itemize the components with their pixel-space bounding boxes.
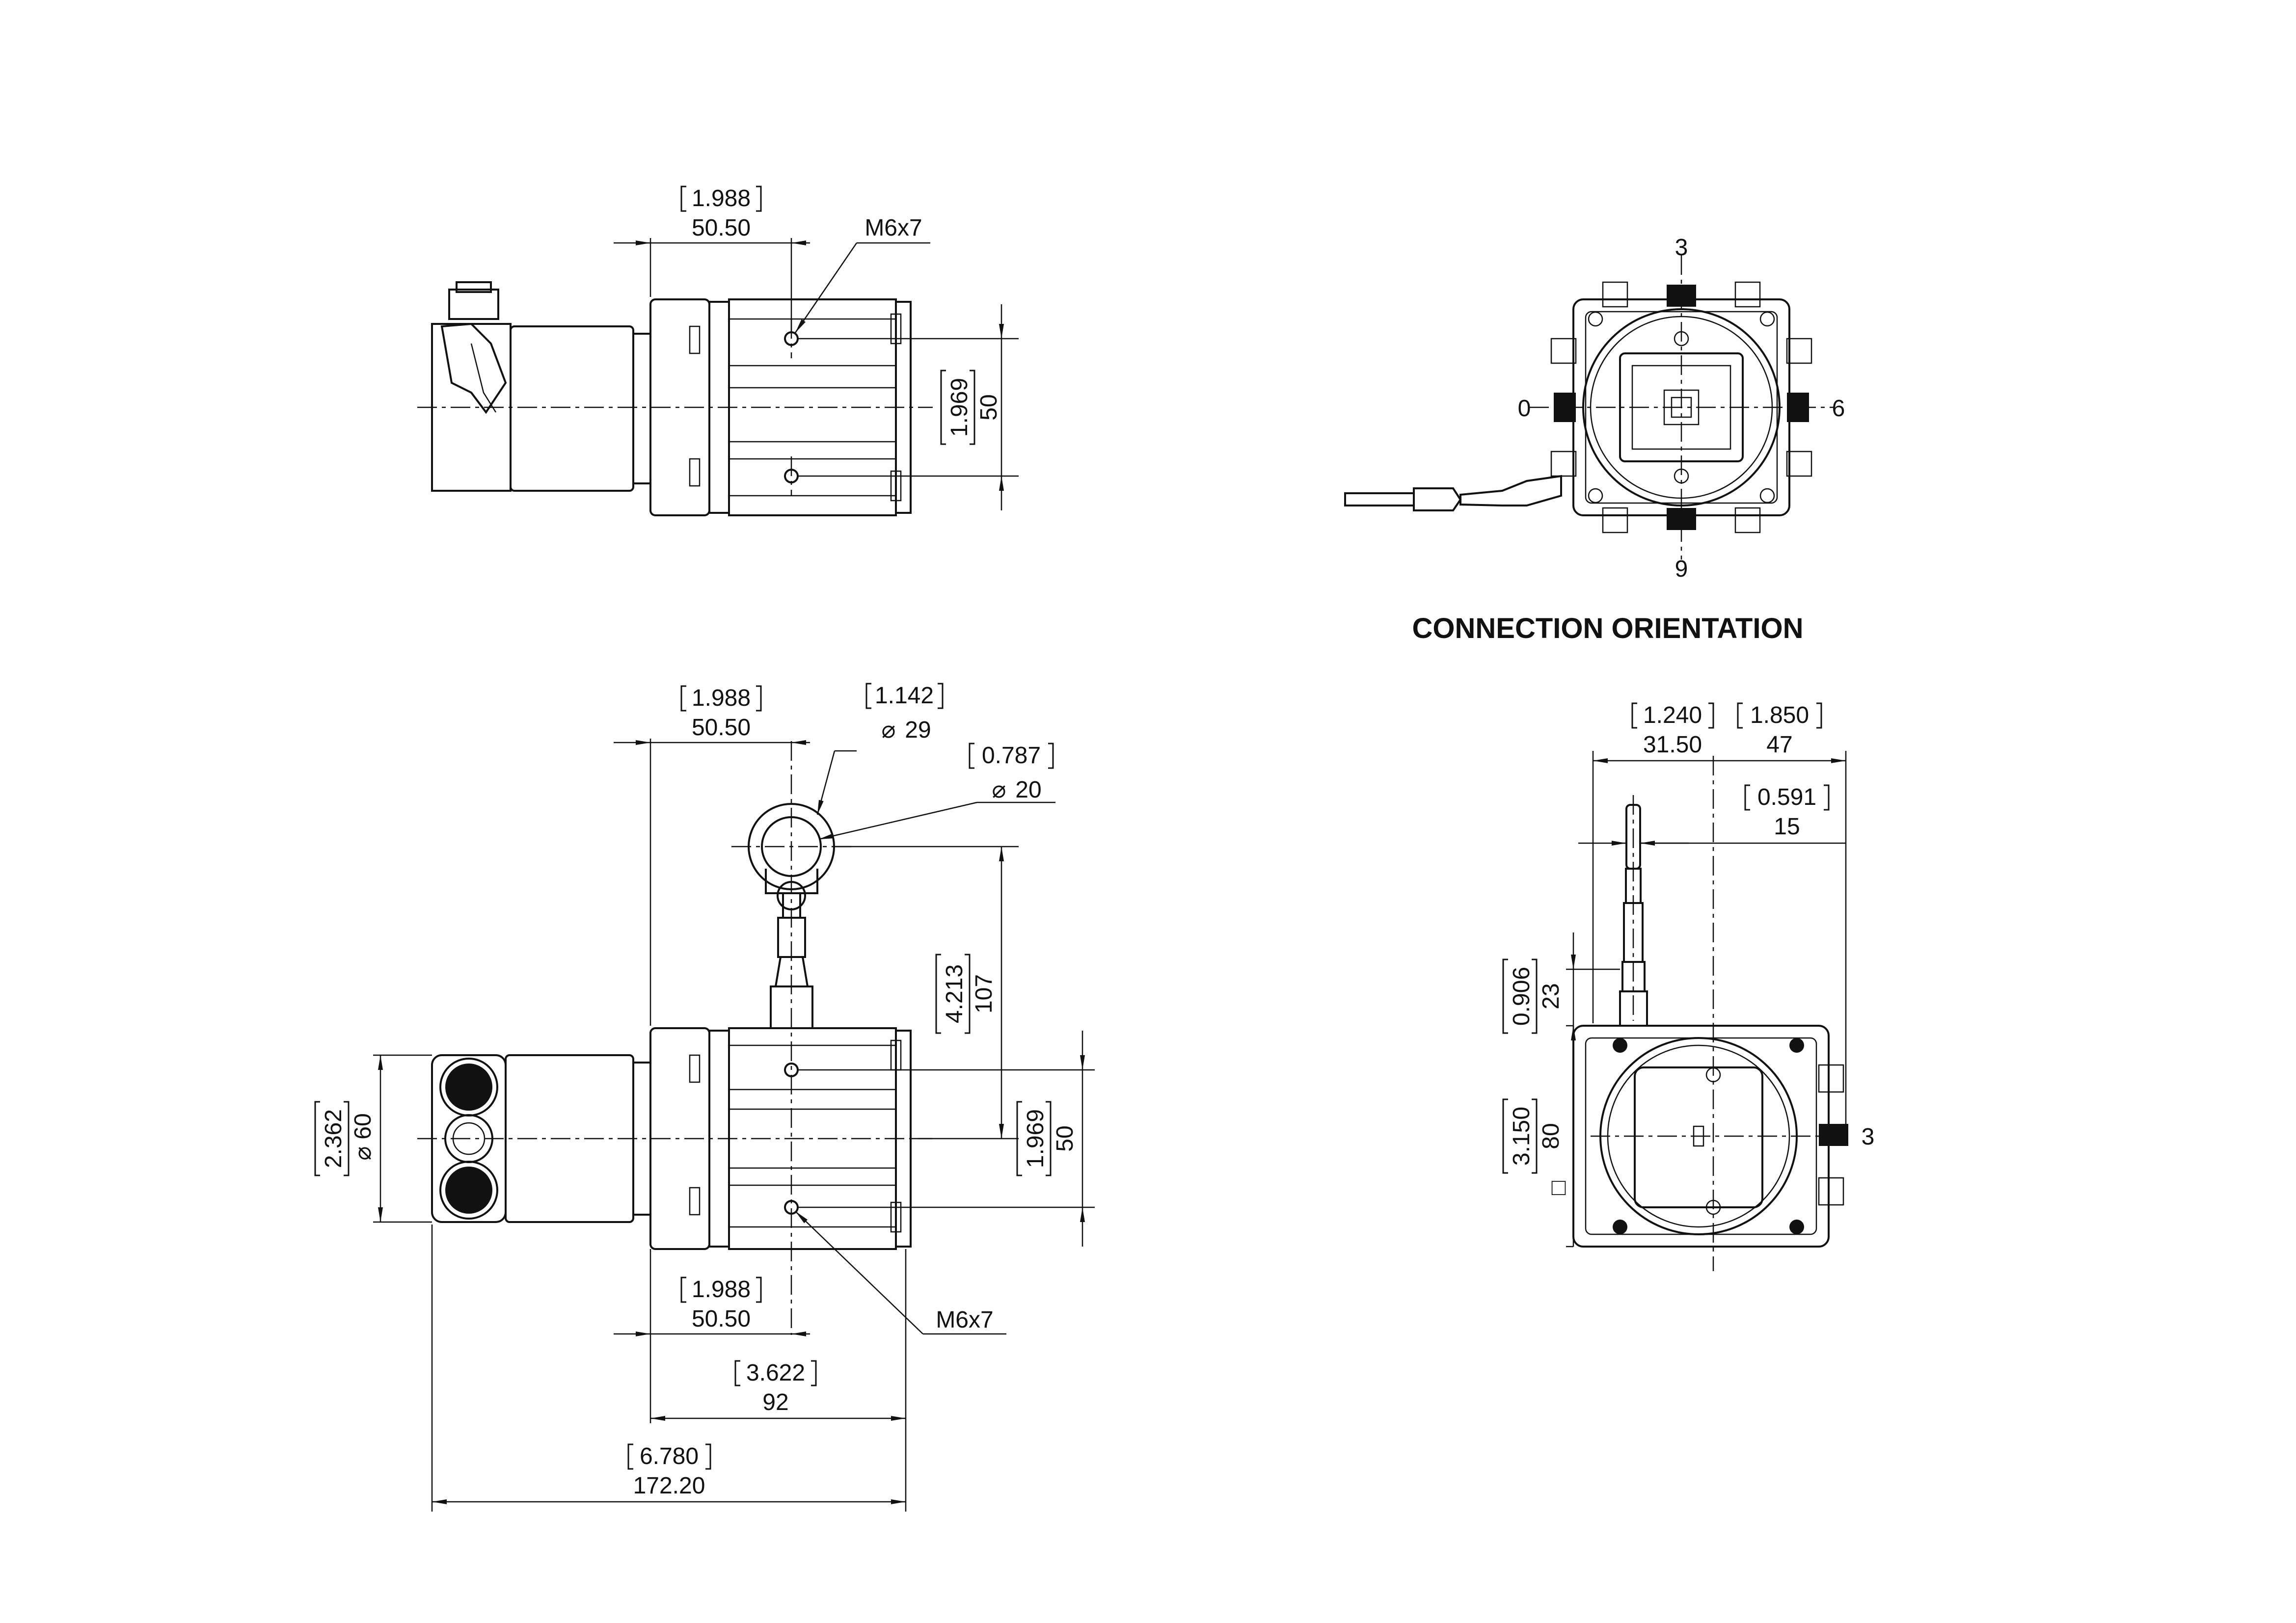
eye-offset-in: 4.213 [942,964,968,1023]
bottom-thread-label: M6x7 [936,1307,993,1333]
orientation-pos-right: 6 [1832,396,1845,422]
side-h-in: 0.906 [1509,967,1535,1026]
side-h-mm: 23 [1538,983,1564,1009]
eye-outer-in: 1.142 [875,683,934,709]
body-len-mm: 92 [762,1389,788,1415]
top-height-mm: 50 [976,394,1002,420]
top-view-encoder [510,325,634,492]
side-view-connectors [1818,1064,1848,1206]
eye-inner-in: 0.787 [982,743,1041,769]
bottom-center-mm: 50.50 [692,1306,751,1332]
top-thread-label: M6x7 [864,215,922,241]
eye-inner-mm: 20 [1015,777,1041,803]
side-sq-in: 3.150 [1509,1107,1535,1166]
dia-in: 2.362 [321,1109,347,1168]
orientation-pos-left: 0 [1518,396,1531,422]
eye-outer-dia-symbol: ⌀ [882,717,896,743]
top-center-in: 1.988 [692,186,751,212]
side-conn-label: 3 [1862,1124,1875,1150]
front-view: 1.988 50.50 1.142 ⌀ 29 0.787 ⌀ 20 4.213 … [314,683,1095,1512]
orientation-pos-top: 3 [1675,235,1688,261]
side-view: 1.240 31.50 1.850 47 0.591 15 0.906 23 [1502,702,1875,1271]
orientation-view: 3 0 6 9 CONNECTION ORIENTATION [1344,235,1845,644]
orientation-cable [1344,475,1562,511]
orientation-pos-bottom: 9 [1675,556,1688,582]
side-c-mm: 15 [1774,814,1800,840]
side-sq-symbol: □ [1552,1174,1566,1200]
dia-mm: 60 [350,1113,376,1139]
eye-offset-mm: 107 [971,974,997,1013]
side-sq-mm: 80 [1538,1123,1564,1149]
front-view-connector [431,1054,507,1223]
side-a-mm: 31.50 [1643,732,1702,758]
total-len-in: 6.780 [640,1443,699,1469]
body-height-in: 1.969 [1023,1109,1049,1168]
side-c-in: 0.591 [1757,784,1816,810]
top-height-in: 1.969 [946,378,972,437]
top-center-mm: 50.50 [692,215,751,241]
front-view-cable-eyelet [731,741,854,1335]
total-len-mm: 172.20 [633,1473,705,1499]
dia-symbol: ⌀ [350,1146,376,1161]
bottom-center-in: 1.988 [692,1277,751,1303]
top-view-connector [431,281,512,492]
side-b-mm: 47 [1766,732,1792,758]
mid-center-mm: 50.50 [692,715,751,741]
eye-outer-mm: 29 [905,717,931,743]
mid-center-in: 1.988 [692,685,751,711]
top-view: 1.988 50.50 M6x7 1.969 50 [417,186,1019,516]
body-height-mm: 50 [1052,1125,1078,1151]
side-a-in: 1.240 [1643,702,1702,728]
side-b-in: 1.850 [1750,702,1809,728]
orientation-title: CONNECTION ORIENTATION [1412,612,1804,644]
body-len-in: 3.622 [746,1360,805,1386]
eye-inner-dia-symbol: ⌀ [992,777,1006,803]
